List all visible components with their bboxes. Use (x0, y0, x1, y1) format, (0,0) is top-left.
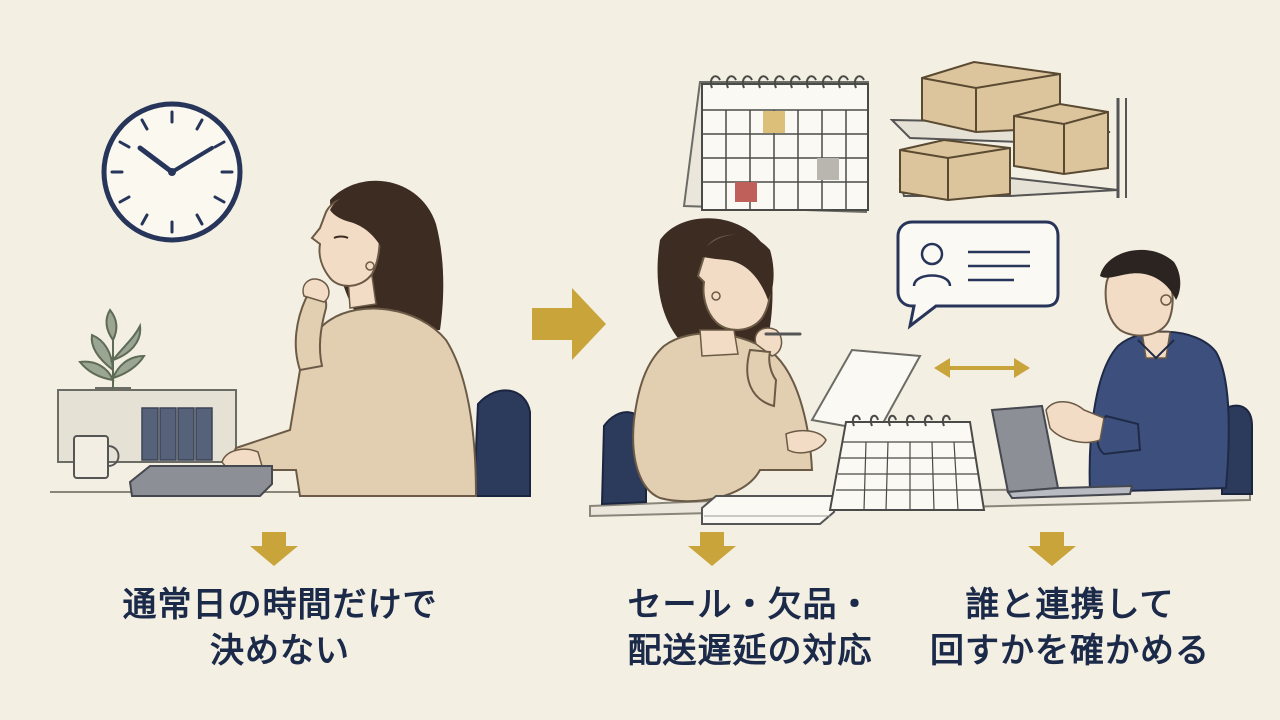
step-3-caption: 誰と連携して 回すかを確かめる (910, 582, 1230, 674)
laptop-icon (128, 465, 273, 497)
arrow-down-icon (250, 532, 298, 566)
step-3-caption-line-1: 誰と連携して (965, 585, 1175, 625)
office-chair (472, 389, 531, 497)
contact-chat-bubble-icon (896, 220, 1060, 330)
calendar-highlight-yellow (763, 111, 785, 133)
notebook-icon (701, 495, 835, 525)
woman-writing-figure (632, 218, 827, 503)
wall-calendar-icon (682, 75, 870, 214)
panel-3-scene (896, 220, 1253, 500)
man-colleague-figure (1045, 249, 1230, 494)
step-2-caption-line-2: 配送遅延の対応 (627, 631, 873, 671)
desk-calendar-icon (828, 414, 986, 511)
step-3-caption-line-2: 回すかを確かめる (930, 631, 1210, 671)
step-1-caption: 通常日の時間だけで 決めない (90, 582, 470, 674)
panel-1-scene (50, 101, 531, 497)
step-1-caption-line-1: 通常日の時間だけで (122, 585, 438, 625)
step-2-caption-line-1: セール・欠品・ (627, 585, 873, 625)
paper-sheet (810, 348, 922, 434)
double-arrow-icon (934, 358, 1030, 378)
arrow-right-icon (532, 288, 606, 360)
laptop-open-icon (990, 404, 1134, 500)
step-1-caption-line-2: 決めない (210, 631, 350, 671)
woman-thinking-figure (221, 180, 478, 497)
inventory-shelf-icon (889, 60, 1127, 202)
wall-clock-icon (101, 101, 243, 243)
mug-icon (73, 435, 120, 479)
calendar-highlight-red (735, 182, 757, 202)
step-2-caption: セール・欠品・ 配送遅延の対応 (590, 582, 910, 674)
arrow-down-icon (688, 532, 736, 566)
calendar-highlight-gray (817, 158, 839, 180)
arrow-down-icon (1028, 532, 1076, 566)
